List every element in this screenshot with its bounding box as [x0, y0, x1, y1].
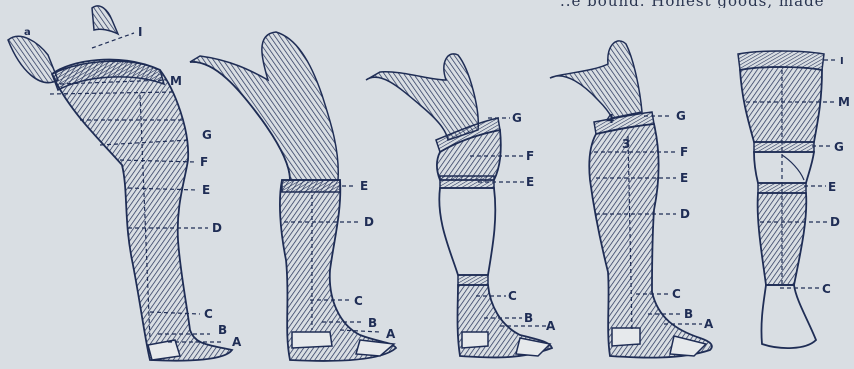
- leg-2-label-d: D: [364, 215, 374, 229]
- leg-1-label-f: F: [200, 155, 208, 169]
- leg-4-label-b: B: [684, 307, 693, 321]
- leg-3-label-a: A: [546, 319, 556, 333]
- leg-4: 4 3 G F E D C B A: [550, 41, 714, 358]
- leg-5-label-d: D: [830, 215, 840, 229]
- leg-5-label-c: C: [822, 282, 831, 296]
- leg-4-label-a: A: [704, 317, 714, 331]
- leg-1-label-g: G: [202, 128, 212, 142]
- leg-1-label-e: E: [202, 183, 210, 197]
- leg-4-label-e: E: [680, 171, 688, 185]
- leg-5-label-g: G: [834, 140, 844, 154]
- leg-4-label-d: D: [680, 207, 690, 221]
- leg-1-label-c: C: [204, 307, 213, 321]
- leg-3-label-b: B: [524, 311, 533, 325]
- leg-3-label-g: G: [512, 111, 522, 125]
- leg-5-label-i: I: [840, 56, 844, 67]
- leg-1-label-a: A: [232, 335, 242, 349]
- leg-4-label-g: G: [676, 109, 686, 123]
- leg-3: G F E C B A: [366, 54, 556, 358]
- leg-2-label-a: A: [386, 327, 396, 341]
- leg-5-label-e: E: [828, 180, 836, 194]
- leg-1-label-i: I: [138, 25, 142, 39]
- leg-5: I M G E D C: [738, 51, 850, 348]
- leg-3-label-c: C: [508, 289, 517, 303]
- leg-2: E D C B A: [190, 32, 396, 361]
- leg-4-mark-3: 3: [622, 137, 630, 151]
- leg-4-label-c: C: [672, 287, 681, 301]
- leg-3-label-f: F: [526, 149, 534, 163]
- leg-4-label-f: F: [680, 145, 688, 159]
- leg-5-label-m: M: [838, 95, 850, 109]
- leg-1-label-d: D: [212, 221, 222, 235]
- leg-3-label-e: E: [526, 175, 534, 189]
- leg-1-label-m: M: [170, 74, 182, 88]
- leg-4-mark-4: 4: [606, 112, 614, 126]
- leg-1-mark-a: a: [24, 27, 31, 38]
- leg-2-label-e: E: [360, 179, 368, 193]
- leg-2-label-c: C: [354, 294, 363, 308]
- leg-2-label-b: B: [368, 316, 377, 330]
- leg-1-label-b: B: [218, 323, 227, 337]
